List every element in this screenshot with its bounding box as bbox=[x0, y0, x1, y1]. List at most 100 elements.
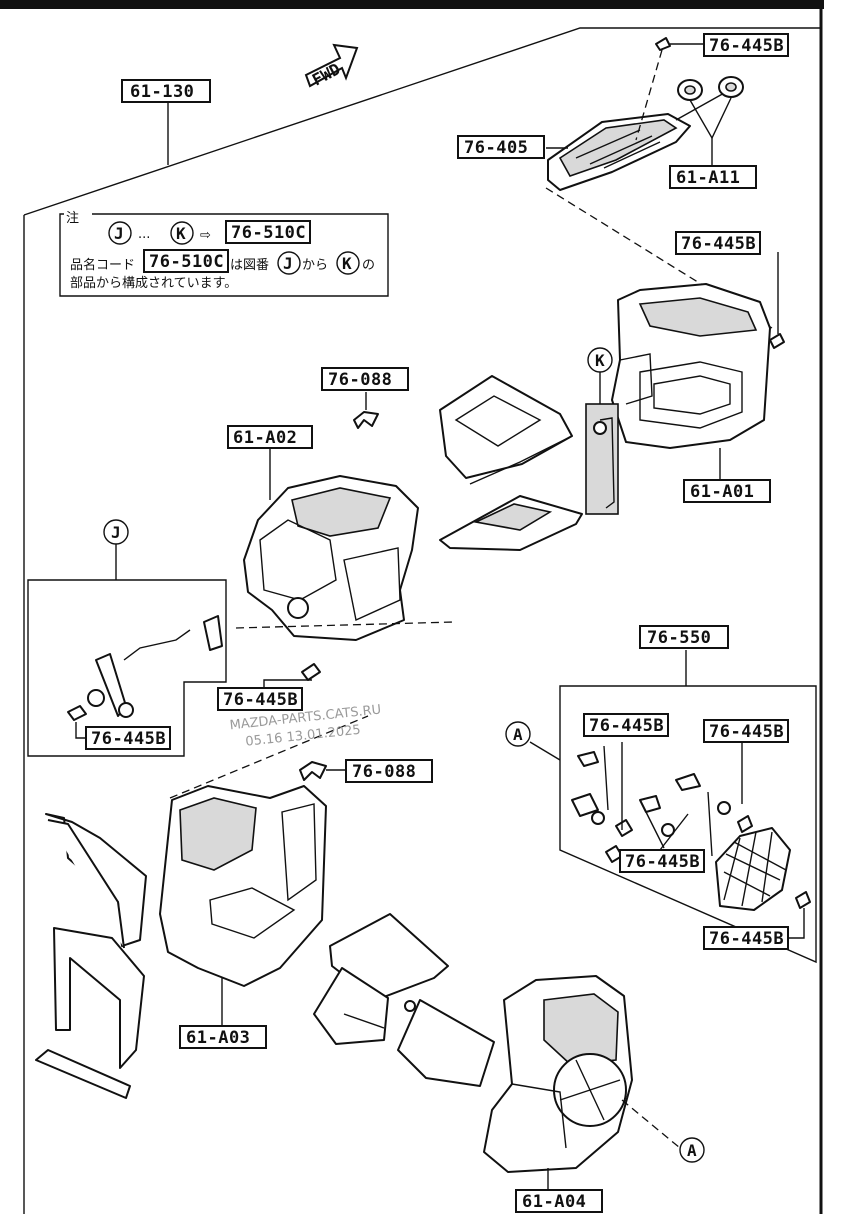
seal-frame-left-part bbox=[53, 927, 145, 1069]
screw-center-part bbox=[301, 663, 321, 681]
label-assembly: 61-130 bbox=[121, 79, 211, 103]
dash-a-bottom bbox=[621, 1099, 681, 1149]
dash-screw-top bbox=[635, 49, 663, 141]
callout-a-top: A bbox=[505, 721, 531, 747]
clip-top-part bbox=[353, 411, 379, 429]
mode-door-lower-part bbox=[439, 495, 583, 551]
bushing-right-part bbox=[718, 76, 744, 98]
screw-left-box-part bbox=[67, 705, 87, 721]
rod-k-part bbox=[585, 403, 619, 515]
label-link-kit-text: 76-550 bbox=[647, 628, 711, 648]
label-link-screw-b: 76-445B bbox=[703, 719, 789, 743]
leader-bushings bbox=[689, 97, 732, 140]
label-case-lower-left-text: 61-A03 bbox=[186, 1028, 250, 1048]
note-heading: 注 bbox=[66, 211, 79, 226]
door-mesh-part bbox=[715, 827, 791, 911]
label-bushings: 61-A11 bbox=[669, 165, 757, 189]
label-clip-mid: 76-088 bbox=[345, 759, 433, 783]
label-link-screw-d-text: 76-445B bbox=[709, 929, 784, 949]
label-link-screw-a-text: 76-445B bbox=[589, 716, 664, 736]
label-screw-upper-right: 76-445B bbox=[675, 231, 761, 255]
leader-screw-center bbox=[263, 679, 312, 688]
callout-a-top-text: A bbox=[513, 725, 523, 744]
label-screw-top-text: 76-445B bbox=[709, 36, 784, 56]
label-clip-mid-text: 76-088 bbox=[352, 762, 416, 782]
dash-case-to-link bbox=[235, 621, 455, 629]
label-screw-upper-right-text: 76-445B bbox=[681, 234, 756, 254]
note-line2-prefix: 品名コード bbox=[70, 257, 135, 273]
label-screw-center: 76-445B bbox=[217, 687, 303, 711]
bushing-left-part bbox=[677, 79, 703, 101]
label-case-lower-right-text: 61-A04 bbox=[522, 1192, 586, 1212]
pin-part bbox=[404, 1000, 416, 1012]
label-case-upper-right-text: 61-A01 bbox=[690, 482, 754, 502]
case-upper-left-part bbox=[243, 475, 419, 641]
link-j-part bbox=[87, 615, 223, 718]
leader-link-screw-d bbox=[788, 908, 805, 939]
label-case-upper-left-text: 61-A02 bbox=[233, 428, 297, 448]
label-link-kit: 76-550 bbox=[639, 625, 729, 649]
note-line2-kara: から bbox=[302, 258, 328, 273]
case-upper-right-part bbox=[611, 283, 771, 449]
label-case-lower-right: 61-A04 bbox=[515, 1189, 603, 1213]
leader-a-top bbox=[529, 741, 561, 761]
note-line2-suffix: の bbox=[362, 258, 375, 273]
note-arrow: ⇨ bbox=[200, 228, 211, 243]
j-detail-box bbox=[27, 579, 227, 757]
label-screw-left-box: 76-445B bbox=[85, 726, 171, 750]
note-ref-from: J bbox=[114, 224, 124, 243]
leader-screw-left-box bbox=[75, 722, 86, 739]
label-bushings-text: 61-A11 bbox=[676, 168, 740, 188]
link-kit-box bbox=[559, 685, 817, 964]
link-screw-d-part bbox=[795, 891, 811, 909]
callout-k-text: K bbox=[595, 351, 605, 370]
clip-mid-part bbox=[299, 761, 327, 781]
callout-k: K bbox=[587, 347, 613, 373]
label-motor: 76-405 bbox=[457, 135, 545, 159]
note-line2-code: 76-510C bbox=[149, 252, 224, 272]
top-border bbox=[0, 0, 824, 9]
label-motor-text: 76-405 bbox=[464, 138, 528, 158]
assembly-outline-top bbox=[23, 27, 822, 216]
screw-top-part bbox=[655, 37, 704, 51]
case-lower-right-part bbox=[483, 975, 633, 1173]
label-screw-top: 76-445B bbox=[703, 33, 789, 57]
note-line2-to: K bbox=[342, 254, 352, 273]
fwd-arrow-icon: FWD bbox=[304, 43, 359, 90]
label-clip-top-text: 76-088 bbox=[328, 370, 392, 390]
blower-motor-part bbox=[547, 91, 727, 191]
note-box: 注 J ... K ⇨ 76-510C 品名コード 76-510C は図番 J … bbox=[59, 211, 389, 297]
label-link-screw-a: 76-445B bbox=[583, 713, 669, 737]
callout-a-bottom: A bbox=[679, 1137, 705, 1163]
door-panel-b-part bbox=[313, 967, 389, 1045]
label-case-upper-left: 61-A02 bbox=[227, 425, 313, 449]
note-line2-mid: は図番 bbox=[230, 258, 269, 273]
label-link-screw-b-text: 76-445B bbox=[709, 722, 784, 742]
seal-strip-part bbox=[35, 1049, 131, 1099]
label-link-screw-c-text: 76-445B bbox=[625, 852, 700, 872]
door-panel-c-part bbox=[397, 999, 495, 1087]
callout-j-text: J bbox=[111, 523, 121, 542]
label-clip-top: 76-088 bbox=[321, 367, 409, 391]
label-assembly-text: 61-130 bbox=[130, 82, 194, 102]
note-line3: 部品から構成されています。 bbox=[70, 276, 237, 291]
label-screw-center-text: 76-445B bbox=[223, 690, 298, 710]
screw-upper-right-part bbox=[769, 333, 785, 349]
label-link-screw-c: 76-445B bbox=[619, 849, 705, 873]
note-ref-to: K bbox=[176, 224, 186, 243]
seal-frame-upper-part bbox=[45, 813, 147, 949]
label-case-upper-right: 61-A01 bbox=[683, 479, 771, 503]
callout-j: J bbox=[103, 519, 129, 545]
label-screw-left-box-text: 76-445B bbox=[91, 729, 166, 749]
note-code: 76-510C bbox=[231, 223, 306, 243]
mode-door-upper-part bbox=[439, 375, 573, 485]
link-kit-parts bbox=[571, 745, 753, 863]
leader-link-screw-c bbox=[659, 813, 689, 851]
note-ellipsis: ... bbox=[138, 227, 150, 242]
case-lower-left-part bbox=[159, 785, 327, 987]
note-line2-from: J bbox=[283, 254, 293, 273]
label-case-lower-left: 61-A03 bbox=[179, 1025, 267, 1049]
callout-a-bottom-text: A bbox=[687, 1141, 697, 1160]
